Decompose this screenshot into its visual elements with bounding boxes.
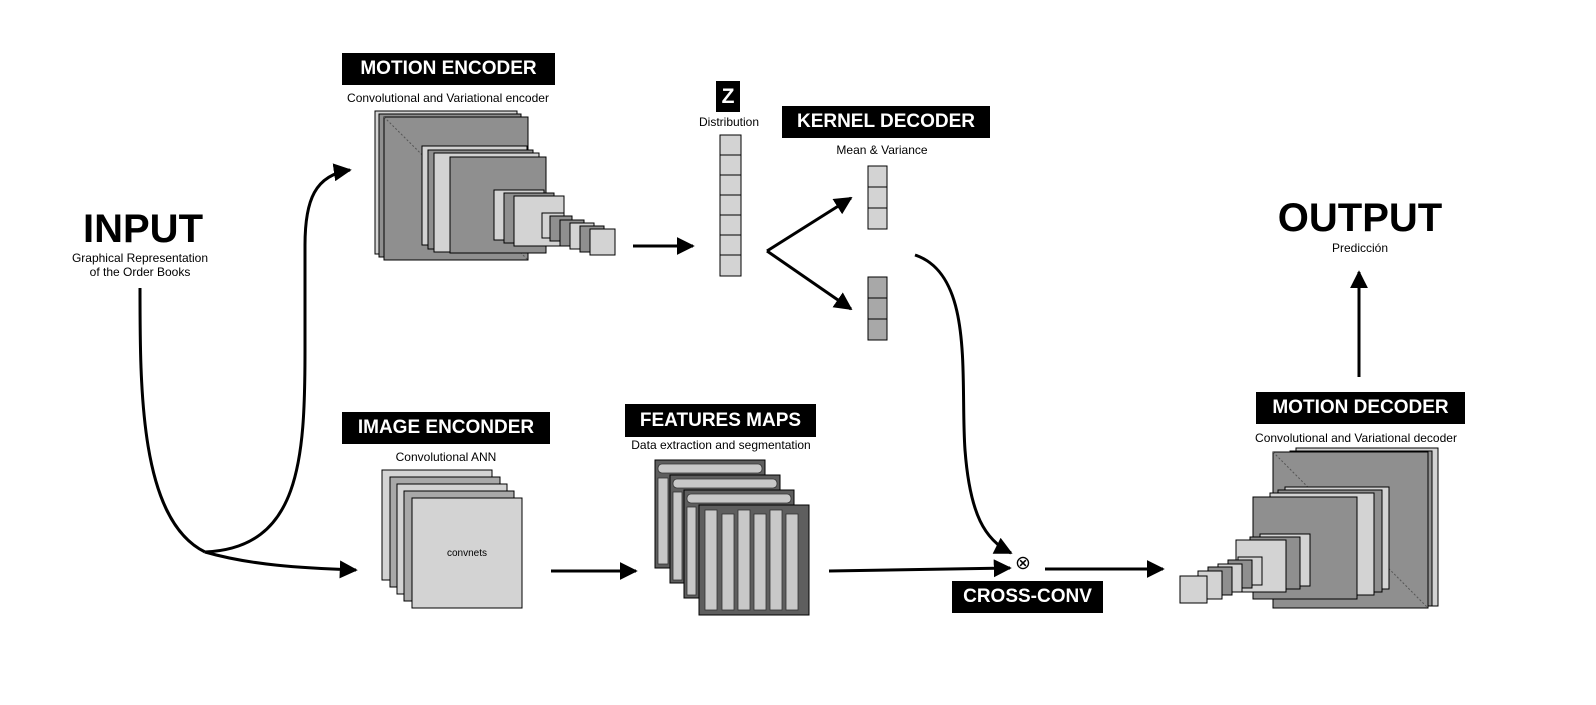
- input-subtitle-line1: Graphical Representation: [71, 251, 209, 265]
- mean-column: [867, 165, 888, 230]
- image-encoder-stack: [381, 469, 523, 609]
- input-subtitle-line2: of the Order Books: [89, 265, 191, 279]
- input-down-line: [138, 287, 206, 554]
- motion-encoder-subtitle: Convolutional and Variational encoder: [347, 91, 549, 105]
- feature-maps-label: FEATURES MAPS: [625, 404, 816, 437]
- motion-encoder-stack: [374, 110, 616, 261]
- z-label: Z: [716, 81, 740, 112]
- kernel-decoder-subtitle: Mean & Variance: [836, 143, 928, 157]
- cross-conv-operator-icon: ⊗: [1015, 553, 1031, 574]
- output-subtitle: Predicción: [1331, 241, 1389, 255]
- output-title: OUTPUT: [1277, 196, 1443, 240]
- arrow-kernel-to-crossconv: [914, 253, 1013, 555]
- motion-decoder-stack: [1179, 447, 1439, 609]
- arrow-z-to-variance: [766, 249, 853, 311]
- arrow-features-to-crossconv: [828, 559, 1012, 578]
- z-distribution-column: [719, 134, 742, 277]
- connectors: [138, 163, 1368, 580]
- feature-maps-stripes: [657, 463, 799, 611]
- variance-column: [867, 276, 888, 341]
- image-encoder-label: IMAGE ENCONDER: [342, 412, 550, 444]
- input-title: INPUT: [83, 207, 203, 251]
- motion-decoder-label: MOTION DECODER: [1256, 392, 1465, 424]
- motion-decoder-subtitle: Convolutional and Variational decoder: [1255, 431, 1457, 445]
- arrow-to-motion-encoder: [204, 163, 352, 554]
- motion-encoder-label: MOTION ENCODER: [342, 53, 555, 85]
- cross-conv-label: CROSS-CONV: [952, 581, 1103, 613]
- arrow-z-to-mean: [766, 196, 853, 253]
- image-encoder-subtitle: Convolutional ANN: [395, 450, 497, 464]
- feature-maps-subtitle: Data extraction and segmentation: [631, 438, 811, 452]
- convnets-label: convnets: [446, 548, 488, 559]
- kernel-decoder-label: KERNEL DECODER: [782, 106, 990, 138]
- arrow-to-image-encoder: [204, 550, 358, 579]
- z-subtitle: Distribution: [698, 115, 760, 129]
